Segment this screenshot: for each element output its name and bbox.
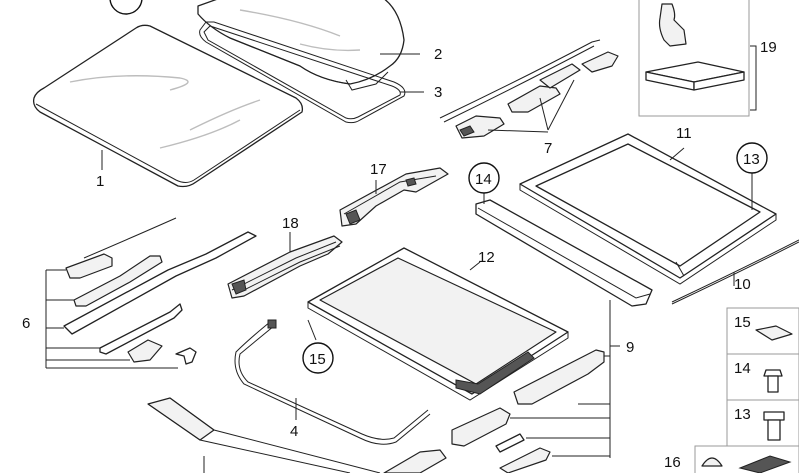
label-4: 4 bbox=[290, 423, 298, 440]
part-cover bbox=[197, 0, 405, 91]
label-14-box: 14 bbox=[734, 360, 751, 377]
kit-box-14 bbox=[726, 353, 799, 401]
part-drive-unit bbox=[339, 167, 449, 227]
part-mechanism bbox=[227, 235, 343, 299]
circle-13 bbox=[736, 142, 768, 174]
part-seal-frame bbox=[199, 21, 406, 124]
part-seal-strip bbox=[671, 239, 799, 305]
leader-lines bbox=[101, 45, 757, 473]
kit-box-19 bbox=[638, 0, 750, 117]
circle-15 bbox=[302, 342, 334, 374]
label-13-circle: 13 bbox=[743, 151, 760, 168]
kit-box-16 bbox=[694, 445, 799, 473]
part-headliner-panel bbox=[147, 397, 381, 473]
part-bracket-group bbox=[383, 300, 620, 473]
part-rail-group bbox=[45, 217, 257, 369]
label-6: 6 bbox=[22, 315, 30, 332]
label-18: 18 bbox=[282, 215, 299, 232]
circled-labels: 13 14 15 bbox=[109, 0, 768, 374]
label-9: 9 bbox=[626, 339, 634, 356]
label-15-box: 15 bbox=[734, 314, 751, 331]
label-1: 1 bbox=[96, 173, 104, 190]
label-2: 2 bbox=[434, 46, 442, 63]
label-17: 17 bbox=[370, 161, 387, 178]
part-cable bbox=[234, 319, 431, 445]
label-10: 10 bbox=[734, 276, 751, 293]
label-12: 12 bbox=[478, 249, 495, 266]
label-11: 11 bbox=[676, 125, 692, 142]
part-rail-assembly bbox=[439, 39, 619, 139]
label-14-circle: 14 bbox=[475, 171, 492, 188]
part-glass-panel bbox=[32, 24, 304, 188]
circle-14 bbox=[468, 162, 500, 194]
label-3: 3 bbox=[434, 84, 442, 101]
part-wind-deflector bbox=[475, 199, 653, 307]
label-7: 7 bbox=[544, 140, 552, 157]
part-frame bbox=[519, 133, 777, 285]
part-number-labels: 1 2 3 4 6 7 9 10 11 12 17 18 19 15 14 13… bbox=[22, 39, 777, 471]
part-sunshade bbox=[307, 247, 569, 401]
label-15-circle: 15 bbox=[309, 351, 326, 368]
label-19: 19 bbox=[760, 39, 777, 56]
label-16: 16 bbox=[664, 454, 681, 471]
circle-16-top bbox=[109, 0, 143, 15]
label-13-box: 13 bbox=[734, 406, 751, 423]
kit-box-13 bbox=[726, 399, 799, 447]
